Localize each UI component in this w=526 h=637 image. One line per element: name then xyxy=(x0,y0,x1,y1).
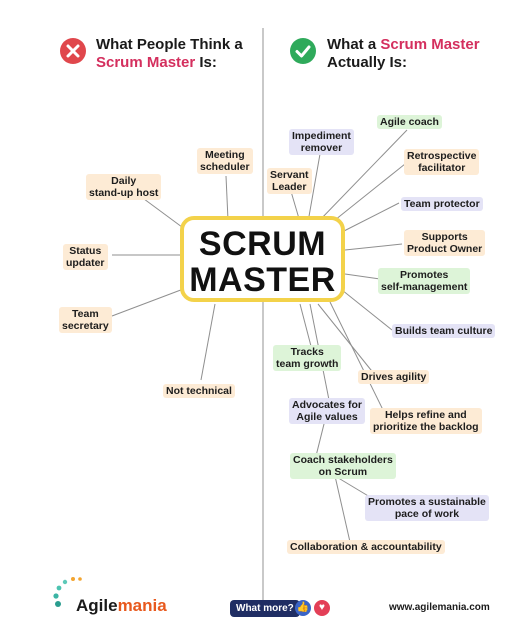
reality-agile-coach: Agile coach xyxy=(377,115,442,129)
heart-icon[interactable]: ♥ xyxy=(314,600,330,616)
what-more-button[interactable]: What more? xyxy=(230,600,300,617)
thumbs-up-icon[interactable]: 👍 xyxy=(295,600,311,616)
center-line1: SCRUM xyxy=(198,225,327,263)
center-scrum-master: SCRUM MASTER xyxy=(180,216,345,302)
reality-drives-agility: Drives agility xyxy=(358,370,430,384)
right-header: What a Scrum Master Actually Is: xyxy=(327,36,480,72)
left-header-rest: Is: xyxy=(195,54,217,71)
logo-agile: Agile xyxy=(76,596,118,615)
agilemania-logo-icon xyxy=(53,577,82,607)
left-header-highlight: Scrum Master xyxy=(96,54,196,71)
left-header: What People Think a Scrum Master Is: xyxy=(96,36,243,72)
myth-not-technical: Not technical xyxy=(163,384,235,398)
check-circle-icon xyxy=(290,38,316,64)
right-header-line2: Actually Is: xyxy=(327,54,408,71)
left-header-line1: What People Think a xyxy=(96,36,243,53)
x-circle-icon xyxy=(60,38,86,64)
center-line2: MASTER xyxy=(189,261,336,299)
right-header-prefix: What a xyxy=(327,36,381,53)
reality-collaboration-accountability: Collaboration & accountability xyxy=(287,540,445,554)
reality-builds-team-culture: Builds team culture xyxy=(392,324,496,338)
right-header-highlight: Scrum Master xyxy=(380,36,480,53)
agilemania-logo-text: Agilemania xyxy=(76,596,167,616)
logo-mania: mania xyxy=(117,596,167,615)
center-divider xyxy=(262,28,264,600)
reality-team-protector: Team protector xyxy=(401,197,483,211)
website-link[interactable]: www.agilemania.com xyxy=(389,602,490,613)
